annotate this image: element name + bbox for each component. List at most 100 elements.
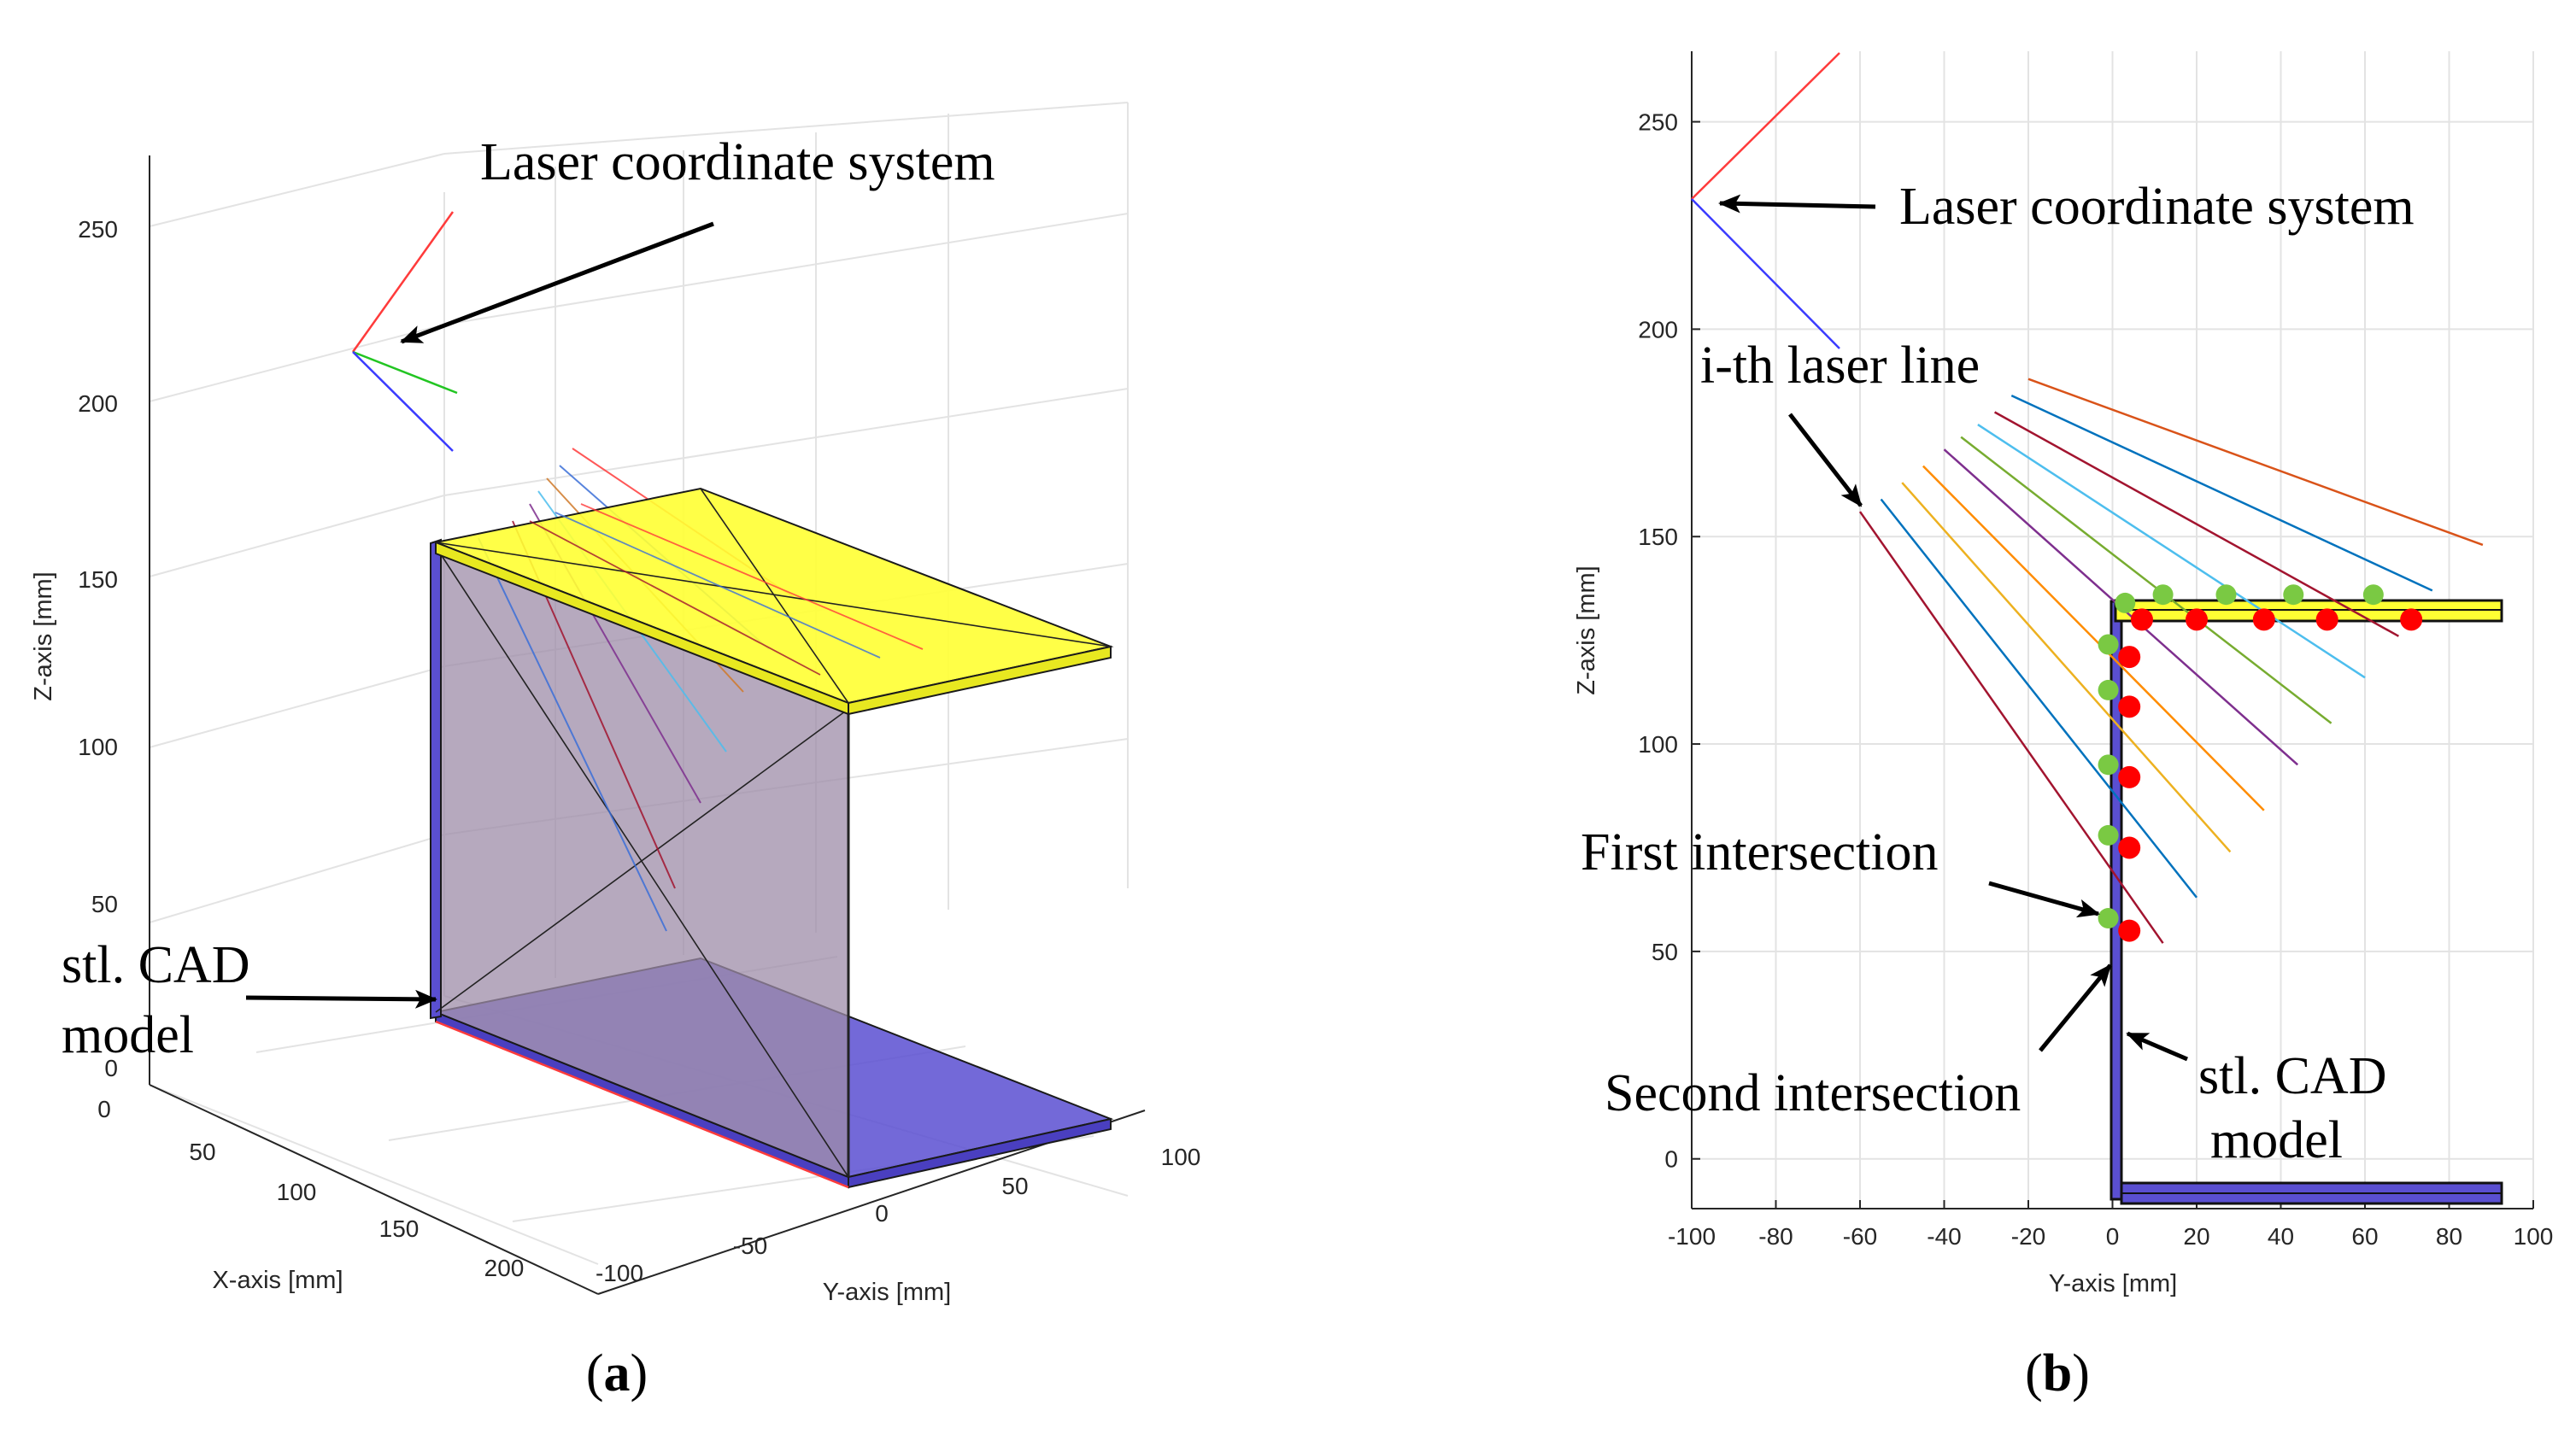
panel-b-cad-label-1: stl. CAD — [2198, 1047, 2386, 1105]
panel-b-caption: (b) — [2025, 1344, 2090, 1403]
x-tick-50: 50 — [189, 1139, 215, 1165]
first-intersection-point — [2362, 584, 2384, 606]
z-tick-0: 0 — [104, 1055, 118, 1081]
panel-b-laser-cs-label: Laser coordinate system — [1899, 178, 2415, 236]
first-intersection-point — [2152, 584, 2174, 606]
panel-b-laser-lines — [1858, 378, 2484, 944]
laser-line-9 — [2010, 394, 2433, 592]
panel-b-ytick-label: 0 — [1664, 1146, 1678, 1173]
x-tick-150: 150 — [379, 1215, 420, 1242]
second-intersection-point — [2118, 695, 2141, 718]
panel-b-first-int-label: First intersection — [1581, 823, 1938, 881]
x-tick-0: 0 — [97, 1096, 111, 1122]
laser-line-1 — [1858, 511, 2164, 944]
panel-a-ylabel: Y-axis [mm] — [823, 1279, 951, 1306]
second-intersection-point — [2186, 608, 2208, 631]
second-intersection-point — [2118, 646, 2141, 669]
first-intersection-point — [2215, 584, 2237, 606]
panel-a-laser-cs-label: Laser coordinate system — [480, 133, 995, 191]
top-flange-front — [435, 541, 849, 716]
panel-b-xtick-label: -100 — [1668, 1223, 1716, 1250]
y-tick-100: 100 — [1161, 1144, 1201, 1170]
panel-b-xtick-label: 40 — [2268, 1223, 2294, 1250]
panel-b-xlabel: Y-axis [mm] — [2049, 1270, 2177, 1297]
laser-cs-y-axis — [1691, 198, 1840, 349]
panel-b-ytick-label: 200 — [1638, 316, 1678, 343]
z-tick-50: 50 — [91, 891, 118, 917]
laser-cs-z-axis — [351, 211, 455, 353]
y-tick-m50: -50 — [733, 1233, 767, 1259]
panel-a-cad-label-1: stl. CAD — [62, 936, 249, 994]
panel-a-z-ticks: 250 200 150 100 50 0 — [78, 216, 118, 1081]
z-tick-150: 150 — [78, 566, 118, 593]
panel-a-cad-arrow — [245, 989, 437, 1009]
y-tick-50: 50 — [1001, 1173, 1028, 1199]
first-intersection-point — [2115, 592, 2136, 613]
laser-line-3 — [1901, 482, 2232, 853]
x-tick-100: 100 — [277, 1179, 317, 1205]
panel-b-laser-cs — [1691, 52, 1840, 349]
panel-b-laser-cs-arrow — [1718, 194, 1876, 214]
panel-a-caption: (a) — [586, 1344, 648, 1403]
panel-b-cad-label-2: model — [2210, 1111, 2343, 1169]
second-intersection-point — [2252, 608, 2275, 631]
panel-b-first-int-arrow — [1988, 881, 2100, 918]
panel-a-cad-label-2: model — [62, 1006, 194, 1064]
second-intersection-point — [2118, 836, 2141, 859]
panel-a-laser-cs — [351, 211, 458, 452]
bottom-flange-side — [848, 1117, 1112, 1189]
panel-b-xtick-label: -40 — [1927, 1223, 1961, 1250]
panel-b-cad-model — [2110, 599, 2503, 1205]
panel-b-ith-line-arrow — [1788, 413, 1863, 507]
laser-cs-z-axis — [1691, 52, 1840, 200]
panel-b-cad-arrow — [2126, 1031, 2188, 1062]
first-intersection-point — [2098, 824, 2119, 846]
panel-b-xtick-label: 60 — [2351, 1223, 2378, 1250]
panel-a-x-ticks: 0 50 100 150 200 — [97, 1096, 524, 1281]
panel-b-second-intersections — [2118, 608, 2423, 942]
z-tick-250: 250 — [78, 216, 118, 243]
panel-b-ytick-label: 100 — [1638, 731, 1678, 758]
laser-cs-x-axis — [352, 350, 458, 395]
panel-b-ylabel: Z-axis [mm] — [1573, 565, 1600, 694]
web-edge — [430, 538, 442, 1020]
panel-a: 250 200 150 100 50 0 Z-axis [mm] 0 50 10… — [30, 102, 1200, 1403]
panel-b-xtick-label: 100 — [2514, 1223, 2554, 1250]
first-intersection-point — [2098, 679, 2119, 700]
first-intersection-point — [2098, 908, 2119, 929]
second-intersection-point — [2118, 919, 2141, 942]
panel-b-first-intersections — [2098, 584, 2384, 929]
panel-b-ytick-label: 250 — [1638, 109, 1678, 136]
panel-a-laser-cs-arrow — [400, 221, 714, 344]
panel-b-xtick-label: 20 — [2183, 1223, 2209, 1250]
y-tick-m100: -100 — [596, 1260, 643, 1286]
laser-line-10 — [2027, 378, 2484, 547]
x-tick-200: 200 — [484, 1255, 525, 1281]
laser-line-6 — [1960, 436, 2332, 724]
panel-a-y-ticks: -100 -50 0 50 100 — [596, 1144, 1200, 1286]
y-tick-0: 0 — [875, 1200, 889, 1227]
laser-line-4 — [1922, 465, 2265, 811]
first-intersection-point — [2098, 634, 2119, 655]
panel-a-zlabel: Z-axis [mm] — [30, 571, 57, 700]
z-tick-200: 200 — [78, 390, 118, 417]
panel-b-ytick-label: 50 — [1652, 939, 1678, 965]
laser-line-2 — [1880, 498, 2198, 899]
laser-line-8 — [1993, 411, 2400, 637]
panel-b-second-int-arrow — [2039, 963, 2112, 1052]
panel-b-y-ticks: 0 50 100 150 200 250 — [1638, 109, 1700, 1173]
panel-b-ith-line-label: i-th laser line — [1700, 337, 1980, 395]
first-intersection-point — [2283, 584, 2304, 606]
panel-b-ytick-label: 150 — [1638, 524, 1678, 550]
z-tick-100: 100 — [78, 734, 118, 760]
panel-a-cad-model — [430, 448, 1114, 1189]
panel-a-xlabel: X-axis [mm] — [212, 1267, 343, 1294]
second-intersection-point — [2400, 608, 2423, 631]
panel-b-xtick-label: 80 — [2436, 1223, 2462, 1250]
laser-cs-y-axis — [352, 351, 454, 452]
laser-line-7 — [1977, 424, 2366, 679]
second-intersection-point — [2118, 765, 2141, 788]
